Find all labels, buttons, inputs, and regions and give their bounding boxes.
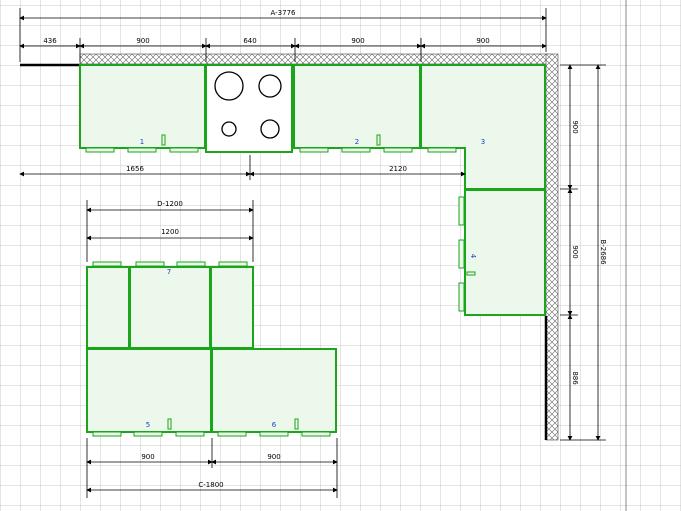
cabinet-2-number: 2 <box>355 138 359 146</box>
cabinets <box>79 64 546 437</box>
cabinet-4-number: 4 <box>469 254 477 259</box>
cabinet-6-number: 6 <box>272 421 277 429</box>
dim-right-886: 886 <box>571 371 579 385</box>
wall-right-hatch <box>545 53 559 441</box>
cabinet-2 <box>293 64 421 153</box>
dim-seg-436: 436 <box>43 37 57 45</box>
dim-island-d: D-1200 <box>157 200 183 208</box>
dim-island-1200: 1200 <box>161 228 179 236</box>
cooktop-cabinet <box>205 64 293 153</box>
dim-seg-640: 640 <box>243 37 256 45</box>
cabinet-1 <box>79 64 206 153</box>
dim-overall-height: B-2686 <box>599 239 607 265</box>
dim-seg-900-c: 900 <box>476 37 489 45</box>
cabinet-3-number: 3 <box>481 138 485 146</box>
burner-medium <box>258 74 282 98</box>
cabinet-numbers: 1 2 3 4 7 5 6 <box>140 138 485 429</box>
dim-right-900-b: 900 <box>571 245 579 258</box>
dim-overall-width: A-3776 <box>271 9 297 17</box>
dim-seg-900-b: 900 <box>351 37 364 45</box>
dimension-lines <box>19 8 606 498</box>
dim-right-900-a: 900 <box>571 120 579 133</box>
cabinet-6 <box>211 348 337 437</box>
cabinet-5-number: 5 <box>146 421 150 429</box>
dim-seg-900-a: 900 <box>136 37 149 45</box>
dim-bottom-900-b: 900 <box>267 453 280 461</box>
dim-run-2120: 2120 <box>389 165 407 173</box>
cabinet-4 <box>458 189 546 316</box>
dim-bottom-total: C-1800 <box>198 481 223 489</box>
cabinet-1-number: 1 <box>140 138 144 146</box>
cabinet-5 <box>86 348 212 437</box>
dim-bottom-900-a: 900 <box>141 453 154 461</box>
wall-top-hatch <box>79 53 549 65</box>
burner-large <box>214 71 244 101</box>
dim-run-1656: 1656 <box>126 165 144 173</box>
burner-medium-2 <box>260 119 280 139</box>
dimension-labels: A-3776 436 900 640 900 900 1656 2120 D-1… <box>43 9 607 489</box>
burner-small <box>221 121 237 137</box>
cabinet-7-number: 7 <box>167 268 171 276</box>
